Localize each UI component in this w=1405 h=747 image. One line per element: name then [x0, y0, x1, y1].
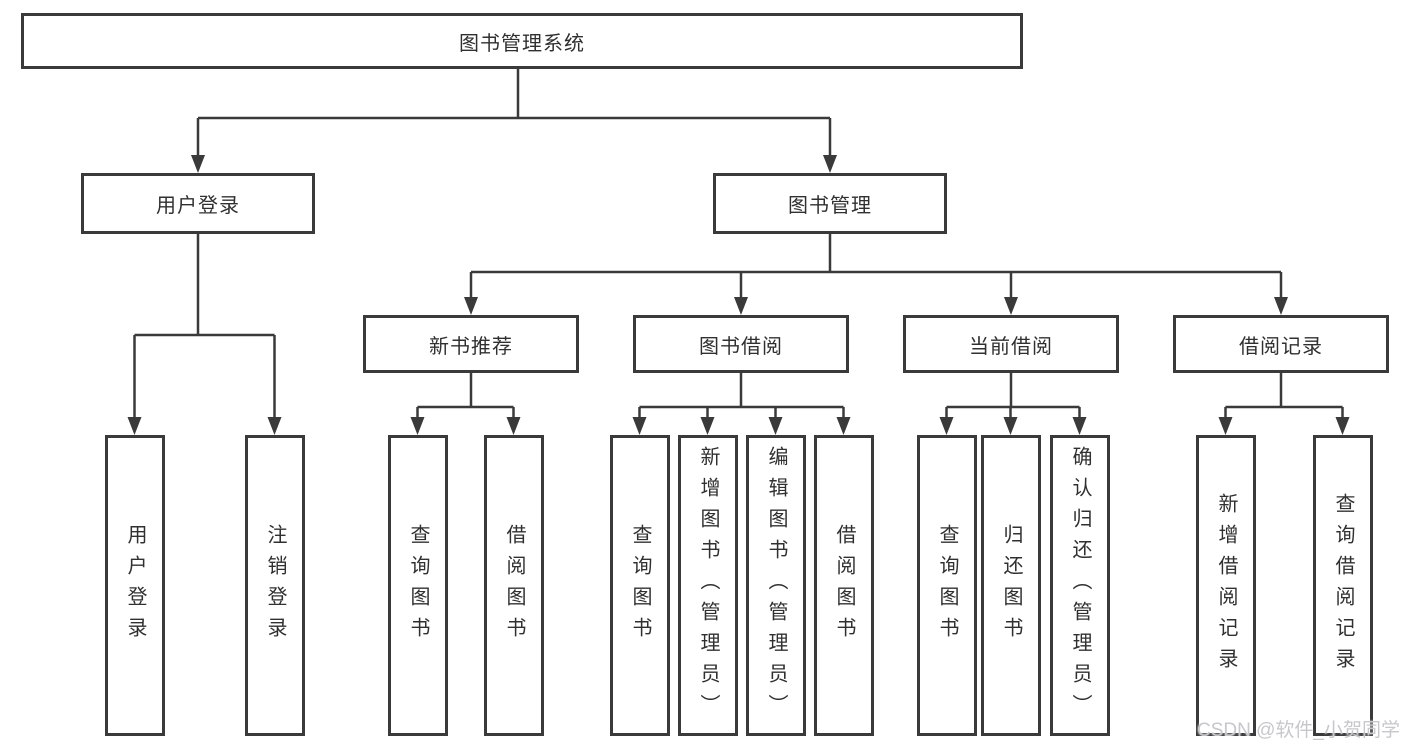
node-label: 图书管理: [788, 195, 872, 217]
leaf-query-books-current: 查询图书: [917, 435, 977, 736]
node-label: 新书推荐: [429, 335, 513, 358]
leaf-logout: 注销登录: [245, 435, 305, 736]
node-label: 借阅记录: [1239, 335, 1323, 358]
node-borrowing-records: 借阅记录: [1173, 315, 1389, 373]
leaf-return-books: 归还图书: [981, 435, 1041, 736]
node-book-management: 图书管理: [713, 173, 947, 234]
leaf-label: 新增图书（管理员）: [697, 446, 719, 725]
node-book-borrowing: 图书借阅: [633, 315, 849, 373]
node-label: 当前借阅: [969, 335, 1053, 358]
leaf-label: 查询图书: [936, 523, 958, 648]
leaf-label: 用户登录: [124, 523, 146, 648]
node-current-borrowing: 当前借阅: [903, 315, 1119, 373]
leaf-label: 归还图书: [1000, 523, 1022, 648]
node-label: 图书借阅: [699, 335, 783, 358]
leaf-label: 注销登录: [264, 523, 286, 648]
leaf-label: 查询借阅记录: [1332, 492, 1354, 679]
leaf-query-books-borrow: 查询图书: [610, 435, 670, 736]
leaf-label: 查询图书: [407, 523, 429, 648]
node-label: 用户登录: [156, 195, 240, 217]
node-label: 图书管理系统: [459, 32, 585, 55]
leaf-add-borrow-record: 新增借阅记录: [1196, 435, 1256, 736]
leaf-add-books-admin: 新增图书（管理员）: [678, 435, 738, 736]
leaf-edit-books-admin: 编辑图书（管理员）: [746, 435, 806, 736]
node-new-book-recommendation: 新书推荐: [363, 315, 579, 373]
leaf-user-login: 用户登录: [105, 435, 165, 736]
leaf-borrow-books: 借阅图书: [814, 435, 874, 736]
csdn-watermark: CSDN @软件_小贺同学: [1197, 720, 1400, 741]
node-user-login: 用户登录: [81, 173, 315, 234]
leaf-query-books-recommend: 查询图书: [388, 435, 448, 736]
leaf-label: 借阅图书: [503, 523, 525, 648]
leaf-confirm-return-admin: 确认归还（管理员）: [1050, 435, 1110, 736]
leaf-query-borrow-record: 查询借阅记录: [1313, 435, 1373, 736]
leaf-borrow-books-recommend: 借阅图书: [484, 435, 544, 736]
leaf-label: 确认归还（管理员）: [1069, 446, 1091, 725]
leaf-label: 编辑图书（管理员）: [765, 446, 787, 725]
leaf-label: 查询图书: [629, 523, 651, 648]
node-library-management-system: 图书管理系统: [21, 13, 1023, 69]
leaf-label: 新增借阅记录: [1215, 492, 1237, 679]
leaf-label: 借阅图书: [833, 523, 855, 648]
